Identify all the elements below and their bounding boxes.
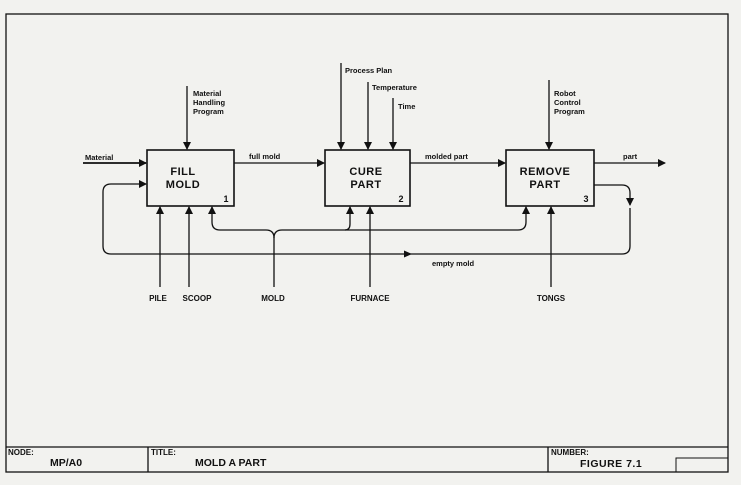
svg-text:Temperature: Temperature: [372, 83, 417, 92]
title-value: MOLD A PART: [195, 457, 267, 469]
activity-box-remove-part: REMOVE PART 3: [505, 149, 595, 207]
mechanism-mold: MOLD: [208, 206, 530, 303]
activity-box-fill-mold: FILL MOLD 1: [146, 149, 235, 207]
mechanism-pile: PILE: [149, 206, 168, 303]
feedback-empty-mold: empty mold: [102, 180, 634, 268]
box-number: 1: [223, 194, 228, 204]
svg-text:Program: Program: [554, 107, 585, 116]
box-title-line2: MOLD: [166, 179, 200, 191]
box-title-line2: PART: [529, 179, 560, 191]
title-label: TITLE:: [151, 448, 176, 457]
svg-text:Time: Time: [398, 102, 415, 111]
mechanism-furnace: FURNACE: [350, 206, 390, 303]
number-value: FIGURE 7.1: [580, 458, 642, 470]
title-block: NODE: MP/A0 TITLE: MOLD A PART NUMBER: F…: [6, 446, 729, 473]
control-material-handling-program: Material Handling Program: [183, 86, 225, 150]
control-robot-control-program: Robot Control Program: [545, 80, 585, 150]
output-part: part: [594, 152, 666, 167]
svg-text:PILE: PILE: [149, 294, 167, 303]
svg-text:Material: Material: [85, 153, 113, 162]
node-value: MP/A0: [50, 457, 82, 469]
svg-text:MOLD: MOLD: [261, 294, 285, 303]
box-title-line1: CURE: [349, 166, 382, 178]
svg-text:Process Plan: Process Plan: [345, 66, 393, 75]
svg-text:empty mold: empty mold: [432, 259, 475, 268]
mechanism-tongs: TONGS: [537, 206, 566, 303]
svg-text:Material: Material: [193, 89, 221, 98]
control-process-plan: Process Plan: [337, 63, 393, 150]
svg-text:molded part: molded part: [425, 152, 468, 161]
svg-text:TONGS: TONGS: [537, 294, 566, 303]
box-title-line1: REMOVE: [520, 166, 571, 178]
input-material: Material: [83, 153, 147, 167]
svg-text:Control: Control: [554, 98, 581, 107]
mechanism-scoop: SCOOP: [183, 206, 213, 303]
svg-text:Handling: Handling: [193, 98, 225, 107]
box-number: 3: [583, 194, 588, 204]
control-time: Time: [389, 98, 415, 150]
svg-text:full mold: full mold: [249, 152, 281, 161]
svg-text:FURNACE: FURNACE: [350, 294, 390, 303]
svg-text:SCOOP: SCOOP: [183, 294, 213, 303]
number-label: NUMBER:: [551, 448, 589, 457]
control-temperature: Temperature: [364, 82, 417, 150]
box-number: 2: [398, 194, 403, 204]
flow-full-mold: full mold: [234, 152, 325, 167]
frame-border: [5, 13, 729, 473]
svg-text:Robot: Robot: [554, 89, 576, 98]
box-title-line2: PART: [350, 179, 381, 191]
flow-molded-part: molded part: [410, 152, 506, 167]
svg-text:Program: Program: [193, 107, 224, 116]
box-title-line1: FILL: [170, 166, 195, 178]
svg-text:part: part: [623, 152, 638, 161]
node-label: NODE:: [8, 448, 34, 457]
activity-box-cure-part: CURE PART 2: [324, 149, 411, 207]
